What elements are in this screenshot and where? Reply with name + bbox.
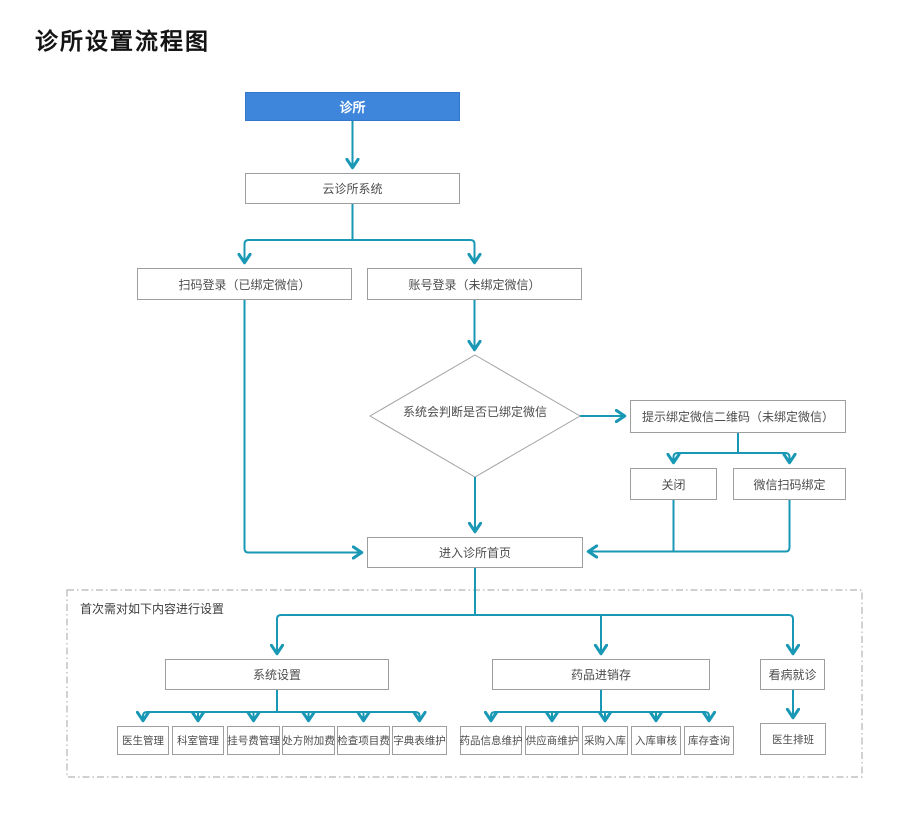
node-doctor-schedule: 医生排班 (760, 723, 826, 755)
node-wechat-scan-bind: 微信扫码绑定 (733, 468, 846, 500)
node-medical-visit: 看病就诊 (760, 659, 825, 690)
node-enter-clinic-home: 进入诊所首页 (367, 537, 583, 568)
node-cloud-clinic-system: 云诊所系统 (245, 173, 460, 204)
node-prompt-bind-qr: 提示绑定微信二维码（未绑定微信） (630, 400, 846, 433)
node-drug-inventory: 药品进销存 (492, 659, 710, 690)
node-account-login: 账号登录（未绑定微信） (367, 268, 582, 300)
node-inbound-review: 入库审核 (631, 726, 681, 755)
node-prescription-surcharge: 处方附加费 (282, 726, 335, 755)
node-drug-info-maintenance: 药品信息维护 (460, 726, 523, 755)
node-supplier-maintenance: 供应商维护 (525, 726, 579, 755)
node-stock-query: 库存查询 (684, 726, 734, 755)
node-exam-item-fee: 检查项目费 (337, 726, 390, 755)
node-system-settings: 系统设置 (165, 659, 389, 690)
node-dictionary-maintenance: 字典表维护 (392, 726, 447, 755)
first-setup-note: 首次需对如下内容进行设置 (80, 602, 225, 616)
node-doctor-management: 医生管理 (117, 726, 169, 755)
node-purchase-inbound: 采购入库 (582, 726, 628, 755)
node-clinic: 诊所 (245, 92, 460, 121)
node-close: 关闭 (630, 468, 717, 500)
node-judge-wechat-binding: 系统会判断是否已绑定微信 (402, 405, 547, 419)
page-title: 诊所设置流程图 (35, 29, 210, 55)
node-registration-fee-management: 挂号费管理 (227, 726, 280, 755)
node-scan-login: 扫码登录（已绑定微信） (137, 268, 352, 300)
node-department-management: 科室管理 (172, 726, 224, 755)
dashed-setup-container (66, 589, 863, 778)
